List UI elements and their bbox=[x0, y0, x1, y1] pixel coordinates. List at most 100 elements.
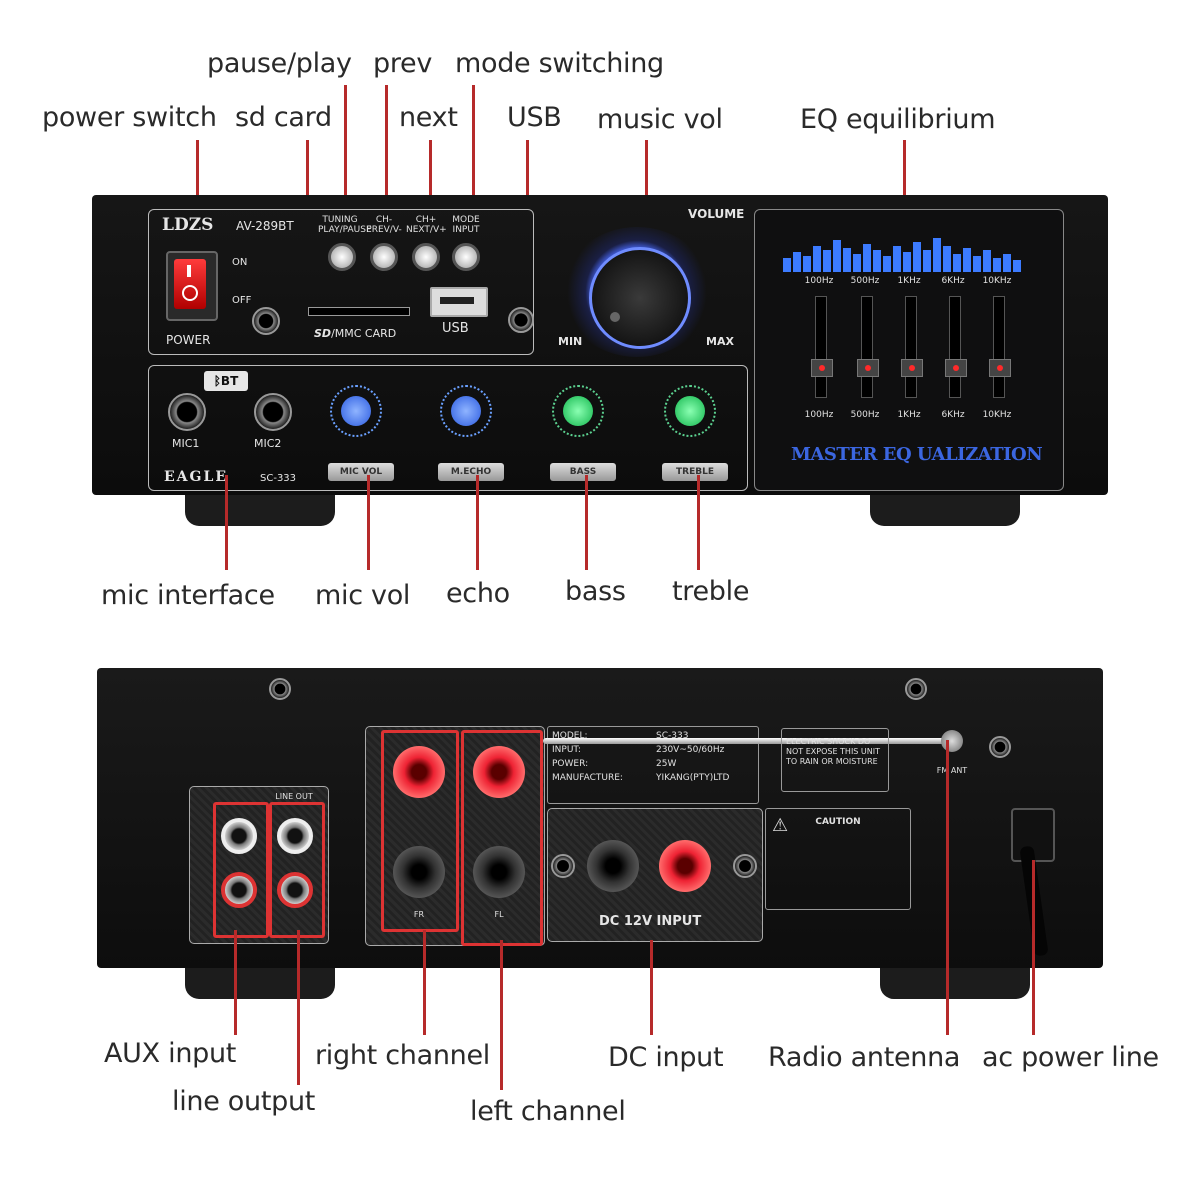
usb-port[interactable] bbox=[430, 287, 488, 317]
dc-negative-terminal[interactable] bbox=[587, 840, 639, 892]
callout-right-channel: right channel bbox=[315, 1040, 490, 1071]
eq-slider-6khz[interactable] bbox=[945, 296, 967, 398]
front-foot-left bbox=[185, 494, 335, 526]
callout-music-vol: music vol bbox=[597, 104, 723, 135]
mic1-jack[interactable] bbox=[168, 393, 206, 431]
fr-negative-terminal[interactable] bbox=[393, 846, 445, 898]
eq-freq-bottom-2: 500Hz bbox=[850, 410, 880, 420]
callout-dc-input: DC input bbox=[608, 1042, 724, 1073]
callout-next: next bbox=[399, 102, 458, 133]
warning-triangle-icon: ⚠ bbox=[772, 815, 789, 836]
connector-pause-play bbox=[344, 85, 347, 215]
line-out-r-jack[interactable] bbox=[277, 872, 313, 908]
connector-treble bbox=[697, 475, 700, 570]
eq-slider-100hz[interactable] bbox=[811, 296, 833, 398]
sd-card-slot[interactable] bbox=[308, 307, 410, 316]
rear-panel: LINE OUT FR FL MODEL: SC-333 INPUT: 230V… bbox=[97, 668, 1103, 968]
on-label: ON bbox=[232, 257, 248, 268]
sd-label: SD/MMC CARD bbox=[314, 327, 396, 340]
spec-manufacture-value: YIKANG(PTY)LTD bbox=[656, 773, 730, 783]
model-label: AV-289BT bbox=[236, 219, 294, 233]
callout-line-output: line output bbox=[172, 1086, 316, 1117]
callout-power-switch: power switch bbox=[42, 102, 217, 133]
m-echo-label: M.ECHO bbox=[438, 463, 504, 481]
callout-bass: bass bbox=[565, 576, 626, 607]
callout-left-channel: left channel bbox=[470, 1096, 626, 1127]
eq-slider-1khz[interactable] bbox=[901, 296, 923, 398]
spec-model-value: SC-333 bbox=[656, 731, 689, 741]
antenna-connector[interactable] bbox=[941, 730, 963, 752]
next-button[interactable] bbox=[412, 243, 440, 271]
connector-dc bbox=[650, 940, 653, 1035]
connector-next bbox=[429, 140, 432, 215]
eq-freq-top-2: 500Hz bbox=[850, 276, 880, 286]
eq-freq-bottom-4: 6KHz bbox=[941, 410, 965, 420]
warning-text: ELECTRIC SHOCK DO NOT EXPOSE THIS UNIT T… bbox=[786, 737, 881, 766]
echo-knob[interactable] bbox=[440, 385, 492, 437]
off-label: OFF bbox=[232, 295, 252, 306]
rca-panel bbox=[189, 786, 329, 944]
eq-panel: 100Hz 500Hz 1KHz 6KHz 10KHz 100Hz 500Hz … bbox=[754, 209, 1064, 491]
connector-line-out bbox=[297, 930, 300, 1085]
bass-knob[interactable] bbox=[552, 385, 604, 437]
btn-label-prev: CH- PREV/V- bbox=[366, 215, 402, 235]
usb-label: USB bbox=[442, 321, 469, 336]
mic-vol-label: MIC VOL bbox=[328, 463, 394, 481]
callout-mode-switching: mode switching bbox=[455, 48, 664, 79]
play-pause-button[interactable] bbox=[328, 243, 356, 271]
aux-l-jack[interactable] bbox=[221, 818, 257, 854]
callout-mic-vol: mic vol bbox=[315, 580, 411, 611]
fl-positive-terminal[interactable] bbox=[473, 746, 525, 798]
dc-screw-left bbox=[551, 854, 575, 878]
bt-badge: ᛒBT bbox=[204, 371, 248, 391]
mic1-label: MIC1 bbox=[172, 437, 200, 450]
bass-label: BASS bbox=[550, 463, 616, 481]
mic-vol-knob[interactable] bbox=[330, 385, 382, 437]
screw-front bbox=[252, 307, 280, 335]
aux-input-highlight bbox=[213, 802, 269, 938]
spec-power-label: POWER: bbox=[552, 759, 589, 769]
control-box-lower bbox=[148, 365, 748, 491]
callout-pause-play: pause/play bbox=[207, 48, 352, 79]
line-out-label: LINE OUT bbox=[275, 792, 313, 801]
connector-bass bbox=[585, 475, 588, 570]
connector-aux bbox=[234, 930, 237, 1035]
bluetooth-icon: ᛒ bbox=[213, 374, 221, 388]
dc-positive-terminal[interactable] bbox=[659, 840, 711, 892]
line-out-l-jack[interactable] bbox=[277, 818, 313, 854]
fm-ant-label: FM ANT bbox=[936, 766, 968, 775]
rear-foot-left bbox=[185, 967, 335, 999]
connector-prev bbox=[385, 85, 388, 215]
callout-radio-antenna: Radio antenna bbox=[768, 1042, 961, 1073]
btn-label-play: TUNING PLAY/PAUSE bbox=[318, 215, 372, 235]
power-switch[interactable] bbox=[166, 251, 218, 321]
power-label: POWER bbox=[166, 333, 211, 347]
sd-logo-icon: SD bbox=[314, 327, 332, 340]
mode-button[interactable] bbox=[452, 243, 480, 271]
eq-slider-10khz[interactable] bbox=[989, 296, 1011, 398]
callout-prev: prev bbox=[373, 48, 433, 79]
min-label: MIN bbox=[558, 335, 583, 348]
volume-knob[interactable] bbox=[589, 247, 691, 349]
radio-antenna-rod[interactable] bbox=[543, 738, 953, 744]
screw-front-2 bbox=[508, 307, 534, 333]
mic2-jack[interactable] bbox=[254, 393, 292, 431]
aux-r-jack[interactable] bbox=[221, 872, 257, 908]
fr-positive-terminal[interactable] bbox=[393, 746, 445, 798]
control-box-upper bbox=[148, 209, 534, 355]
treble-knob[interactable] bbox=[664, 385, 716, 437]
master-eq-label: MASTER EQ UALIZATION bbox=[791, 444, 1043, 465]
eq-freq-bottom-3: 1KHz bbox=[897, 410, 921, 420]
caution-text: CAUTION bbox=[815, 817, 861, 827]
fl-label: FL bbox=[494, 910, 504, 919]
prev-button[interactable] bbox=[370, 243, 398, 271]
callout-usb: USB bbox=[507, 102, 562, 133]
eagle-logo: EAGLE bbox=[164, 469, 229, 485]
spec-model-label: MODEL: bbox=[552, 731, 588, 741]
fl-negative-terminal[interactable] bbox=[473, 846, 525, 898]
connector-mic-interface bbox=[225, 475, 228, 570]
eq-slider-500hz[interactable] bbox=[857, 296, 879, 398]
connector-ac bbox=[1032, 860, 1035, 1035]
btn-label-next: CH+ NEXT/V+ bbox=[406, 215, 447, 235]
max-label: MAX bbox=[706, 335, 734, 348]
